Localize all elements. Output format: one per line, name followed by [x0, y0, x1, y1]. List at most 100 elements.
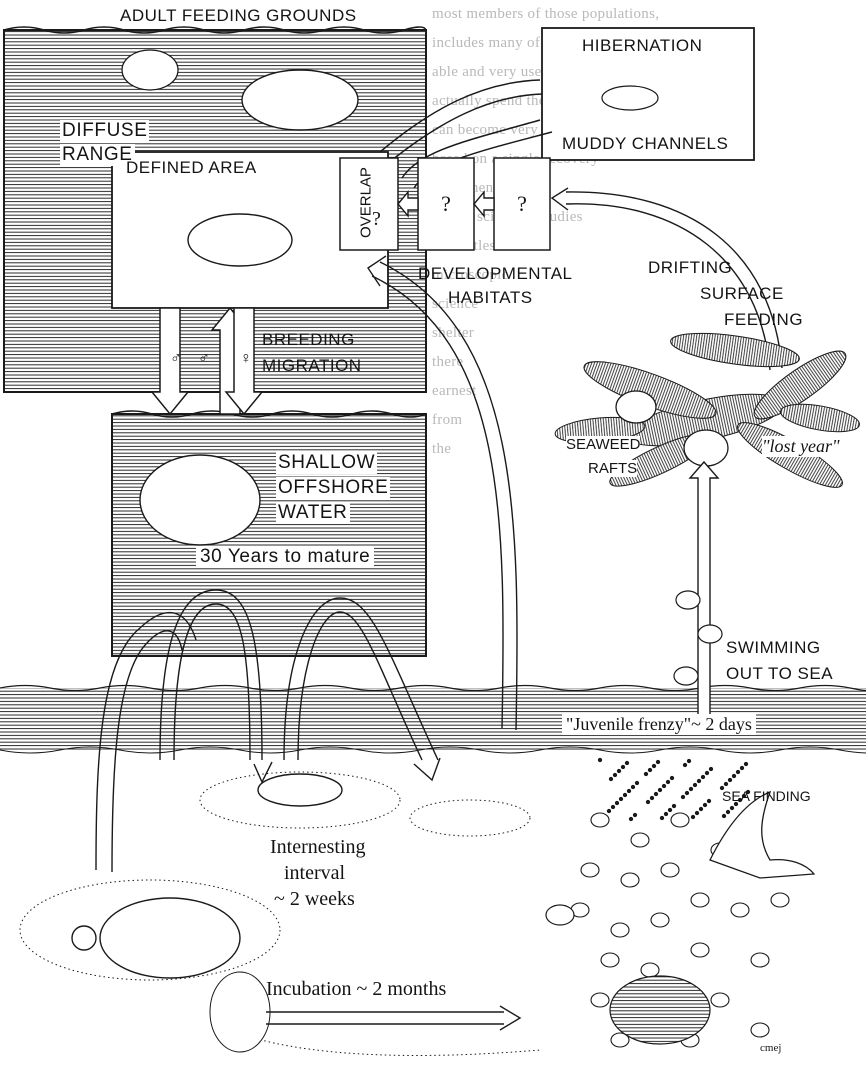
hatchling	[581, 863, 599, 877]
sand-track-dot	[611, 805, 614, 808]
sand-track-dot	[654, 792, 657, 795]
hatchling	[691, 943, 709, 957]
hatchling	[771, 893, 789, 907]
sand-track-dot	[664, 812, 667, 815]
sand-track-dot	[705, 771, 708, 774]
beach-outlines	[20, 772, 540, 1055]
overlap-question-mark: ?	[372, 208, 381, 231]
sea-finding-label: SEA FINDING	[722, 788, 811, 804]
sand-track-dot	[658, 788, 661, 791]
breeding-label-1: BREEDING	[262, 330, 355, 350]
hatching-nest	[610, 976, 710, 1044]
sand-track-dot	[709, 767, 712, 770]
sand-track-dot	[648, 768, 651, 771]
swimming-label-1: SWIMMING	[726, 638, 821, 658]
sand-track-dot	[670, 776, 673, 779]
sand-track-dot	[650, 796, 653, 799]
sand-track-dot	[660, 816, 663, 819]
sand-track-dot	[724, 782, 727, 785]
sand-track-dot	[623, 793, 626, 796]
diffuse-range-label-1: DIFFUSE	[60, 120, 149, 142]
sand-track-dot	[656, 760, 659, 763]
hatchling	[751, 1023, 769, 1037]
hatchling	[691, 893, 709, 907]
drifting-label-2: SURFACE	[700, 284, 784, 304]
shallow-water-label-3: WATER	[276, 502, 350, 524]
developmental-habitats-label-2: HABITATS	[448, 288, 533, 308]
sand-track-dot	[629, 817, 632, 820]
sand-track-dot	[613, 773, 616, 776]
sand-track-dot	[627, 789, 630, 792]
sand-track-dot	[730, 806, 733, 809]
lost-year-label: "lost year"	[762, 436, 840, 457]
sand-track-dot	[652, 764, 655, 767]
shallow-water-label-1: SHALLOW	[276, 452, 377, 474]
internesting-label-1: Internesting	[270, 836, 366, 859]
crab	[546, 905, 574, 925]
hatchling	[711, 993, 729, 1007]
hatchling	[641, 963, 659, 977]
sand-track-dot	[668, 808, 671, 811]
sand-track-dot	[689, 787, 692, 790]
sand-track-dot	[644, 772, 647, 775]
defined-area-label: DEFINED AREA	[126, 158, 257, 178]
seaweed-label-1: SEAWEED	[566, 436, 640, 453]
sand-track-dot	[693, 783, 696, 786]
hatchling	[591, 813, 609, 827]
sand-track-dot	[681, 795, 684, 798]
hatchling	[631, 833, 649, 847]
swimming-label-2: OUT TO SEA	[726, 664, 833, 684]
seaweed-label-2: RAFTS	[588, 460, 637, 477]
sand-track-dot	[666, 780, 669, 783]
sand-track-dot	[672, 804, 675, 807]
hibernation-label: HIBERNATION	[582, 36, 702, 56]
sand-track-dot	[685, 791, 688, 794]
diffuse-range-label-2: RANGE	[60, 144, 135, 166]
hibernating-turtle	[602, 86, 658, 110]
incubation-arrow	[266, 1006, 520, 1030]
thirty-years-label: 30 Years to mature	[196, 546, 374, 568]
mating-turtles	[140, 455, 260, 545]
artist-signature: cmej	[760, 1042, 781, 1054]
hatchling	[651, 913, 669, 927]
sand-track-dot	[598, 758, 601, 761]
hatchling	[731, 903, 749, 917]
male-symbol-2: ♂	[198, 350, 210, 368]
adult-feeding-grounds-label: ADULT FEEDING GROUNDS	[120, 6, 357, 26]
sand-track-dot	[662, 784, 665, 787]
sand-track-dot	[625, 761, 628, 764]
sand-track-dot	[617, 769, 620, 772]
sand-track-dot	[701, 775, 704, 778]
sand-track-dot	[635, 781, 638, 784]
muddy-channels-label: MUDDY CHANNELS	[562, 134, 728, 154]
hatchling	[661, 863, 679, 877]
sand-track-dot	[697, 779, 700, 782]
sand-track-dot	[609, 777, 612, 780]
hatchling	[611, 923, 629, 937]
sand-track-dot	[695, 811, 698, 814]
female-symbol: ♀	[240, 350, 252, 368]
sand-track-dot	[646, 800, 649, 803]
sand-track-dot	[728, 778, 731, 781]
hatchling	[591, 993, 609, 1007]
male-symbol-1: ♂	[170, 350, 182, 368]
sand-track-dot	[615, 801, 618, 804]
shallow-water-label-2: OFFSHORE	[276, 477, 390, 499]
egg-clutch	[210, 972, 270, 1052]
sand-track-dot	[633, 813, 636, 816]
shallow-offshore-box	[112, 414, 426, 656]
sand-track-dot	[726, 810, 729, 813]
sand-track-dot	[703, 803, 706, 806]
sand-track-dot	[736, 770, 739, 773]
question-mark-3: ?	[494, 158, 550, 250]
jellyfish	[122, 50, 178, 90]
sand-track-dot	[619, 797, 622, 800]
drifting-label-1: DRIFTING	[648, 258, 732, 278]
grazing-turtle	[188, 214, 292, 266]
sand-track-dot	[691, 815, 694, 818]
question-mark-2: ?	[418, 158, 474, 250]
sand-track-dot	[631, 785, 634, 788]
internesting-label-3: ~ 2 weeks	[274, 888, 355, 911]
sand-track-dot	[699, 807, 702, 810]
